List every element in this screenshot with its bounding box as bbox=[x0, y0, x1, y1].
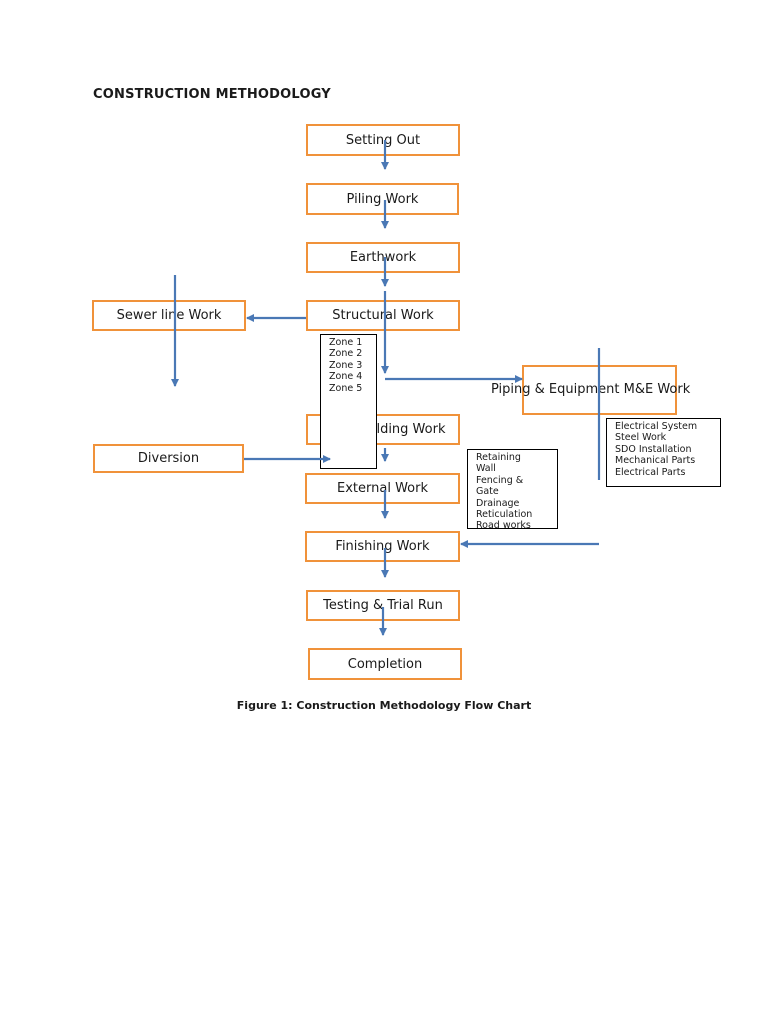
step-label: Diversion bbox=[137, 451, 200, 466]
figure-caption: Figure 1: Construction Methodology Flow … bbox=[236, 699, 532, 712]
external-item: Wall bbox=[476, 463, 496, 475]
step-label: Completion bbox=[347, 656, 423, 672]
step-label: External Work bbox=[337, 481, 428, 496]
step-finishing-work: Finishing Work bbox=[305, 531, 460, 562]
mne-item: Mechanical Parts bbox=[615, 455, 696, 467]
step-label: Piling Work bbox=[346, 191, 419, 207]
step-label: Piping & Equipment M&E Work bbox=[491, 381, 691, 397]
mne-item: SDO Installation bbox=[615, 443, 692, 455]
step-label: Finishing Work bbox=[335, 539, 430, 554]
mne-item: Steel Work bbox=[615, 432, 667, 444]
mne-items-note: Electrical System Steel Work SDO Install… bbox=[606, 418, 721, 487]
external-items-note: Retaining Wall Fencing & Gate Drainage R… bbox=[467, 449, 558, 529]
external-item: Retaining bbox=[476, 452, 521, 463]
step-label: Earthwork bbox=[349, 250, 417, 265]
mne-item: Electrical System bbox=[615, 421, 698, 432]
external-item: Gate bbox=[476, 486, 499, 498]
external-item: Road works bbox=[476, 520, 531, 529]
mne-item: Electrical Parts bbox=[615, 466, 686, 478]
zone-item: Zone 1 bbox=[329, 337, 363, 348]
external-item: Reticulation bbox=[476, 509, 533, 521]
page-title: CONSTRUCTION METHODOLOGY bbox=[93, 87, 331, 102]
zone-item: Zone 4 bbox=[329, 371, 363, 383]
zone-item: Zone 3 bbox=[329, 359, 363, 371]
zones-note: Zone 1 Zone 2 Zone 3 Zone 4 Zone 5 bbox=[320, 334, 377, 469]
step-completion: Completion bbox=[308, 648, 462, 680]
external-item: Drainage bbox=[476, 497, 520, 509]
external-item: Fencing & bbox=[476, 474, 524, 486]
step-label: Testing & Trial Run bbox=[323, 598, 443, 613]
step-earthwork: Earthwork bbox=[306, 242, 460, 273]
step-structural-work: Structural Work bbox=[306, 300, 460, 331]
step-label: Structural Work bbox=[332, 308, 434, 323]
step-external-work: External Work bbox=[305, 473, 460, 504]
step-piling-work: Piling Work bbox=[306, 183, 459, 215]
step-diversion: Diversion bbox=[93, 444, 244, 473]
zone-item: Zone 5 bbox=[329, 382, 363, 394]
step-sewer-line-work: Sewer line Work bbox=[92, 300, 246, 331]
step-setting-out: Setting Out bbox=[306, 124, 460, 156]
zone-item: Zone 2 bbox=[329, 348, 363, 360]
step-label: Setting Out bbox=[345, 132, 421, 148]
step-label: Sewer line Work bbox=[116, 308, 222, 323]
